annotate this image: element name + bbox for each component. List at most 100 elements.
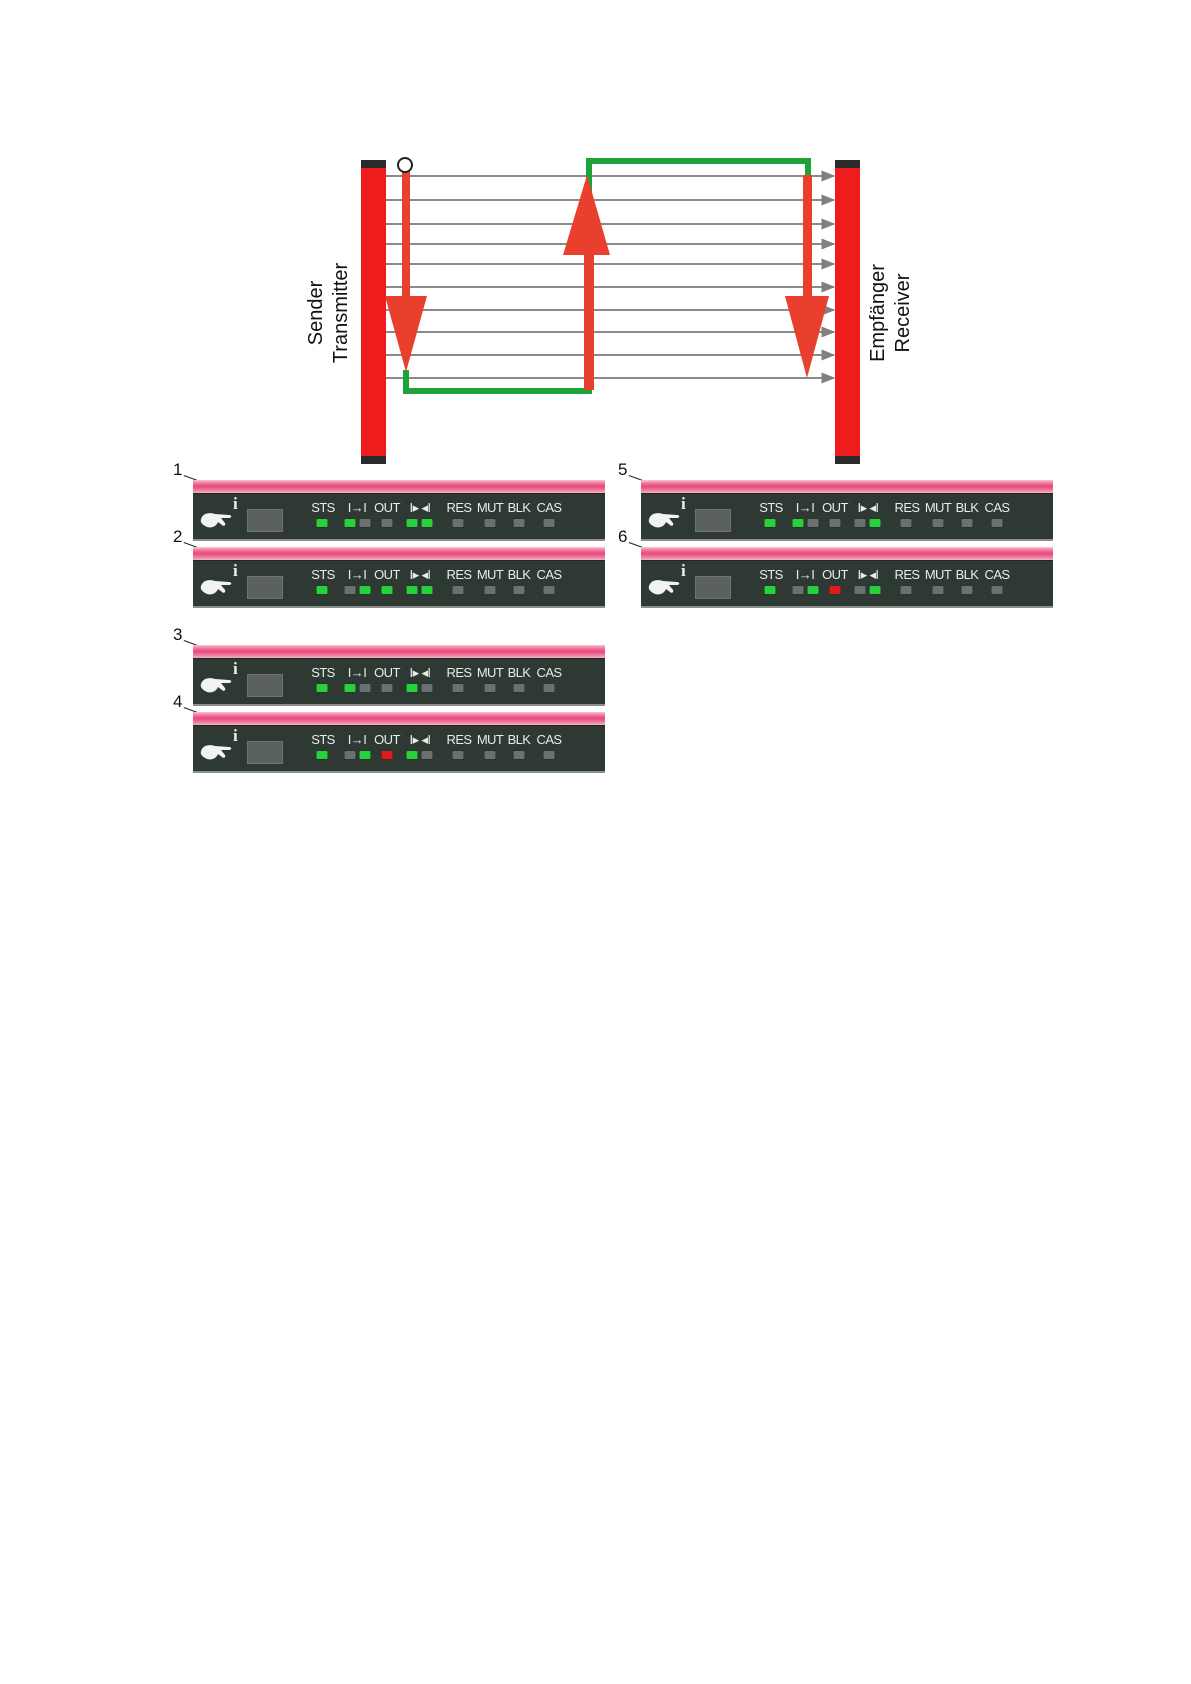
led-off [962,519,973,527]
led-label: RES [447,732,472,747]
panel-housing-strip [193,645,605,658]
led-off [544,684,555,692]
led-label: CAS [537,500,562,515]
led-off [345,751,356,759]
led-label: RES [447,500,472,515]
led-red [382,751,393,759]
led-label: CAS [537,732,562,747]
led-label: BLK [956,567,979,582]
led-label: I→I [796,500,814,515]
status-display [247,576,283,599]
led-off [453,519,464,527]
svg-text:Empfänger: Empfänger [867,264,889,362]
led-label: STS [759,567,782,582]
led-off [485,684,496,692]
receiver-label: Empfänger Receiver [867,264,914,362]
led-off [485,586,496,594]
panel-number: 4 [173,692,182,712]
led-label: I▸ ◂I [858,567,879,583]
light-beams [386,176,834,378]
led-label: BLK [956,500,979,515]
led-green [765,586,776,594]
led-label: STS [759,500,782,515]
led-off [345,586,356,594]
led-green [870,519,881,527]
led-green [317,751,328,759]
led-label: STS [311,567,334,582]
led-label: OUT [374,500,400,515]
led-label: I▸ ◂I [858,500,879,516]
led-label: I→I [348,665,366,680]
info-icon: i [233,659,238,679]
led-label: MUT [925,567,951,582]
led-off [544,586,555,594]
led-off [808,519,819,527]
led-off [544,519,555,527]
led-label: MUT [477,732,503,747]
led-off [992,519,1003,527]
led-green [407,519,418,527]
led-off [855,586,866,594]
led-label: MUT [477,665,503,680]
led-off [992,586,1003,594]
led-off [485,519,496,527]
led-label: BLK [508,500,531,515]
led-panel: iSTSI→IOUTI▸ ◂IRESMUTBLKCAS [641,480,1053,541]
svg-text:Receiver: Receiver [892,273,914,352]
led-green [793,519,804,527]
led-label: OUT [822,567,848,582]
info-icon: i [233,726,238,746]
led-off [360,519,371,527]
led-green [422,519,433,527]
led-off [514,751,525,759]
panel-face: iSTSI→IOUTI▸ ◂IRESMUTBLKCAS [193,725,605,773]
status-display [247,674,283,697]
panel-housing-strip [193,547,605,560]
led-label: BLK [508,567,531,582]
led-green [360,586,371,594]
led-label: MUT [477,500,503,515]
led-off [793,586,804,594]
led-green [360,751,371,759]
led-green [765,519,776,527]
led-label: I→I [796,567,814,582]
led-label: STS [311,665,334,680]
panel-housing-strip [193,480,605,493]
led-label: I▸ ◂I [410,665,431,681]
info-icon: i [233,494,238,514]
panel-number: 3 [173,625,182,645]
led-label: I▸ ◂I [410,567,431,583]
led-green [870,586,881,594]
led-label: MUT [477,567,503,582]
led-label: OUT [374,665,400,680]
led-off [382,519,393,527]
status-display [247,741,283,764]
status-display [247,509,283,532]
info-icon: i [233,561,238,581]
led-label: BLK [508,732,531,747]
led-label: STS [311,500,334,515]
led-green [382,586,393,594]
led-green [422,586,433,594]
led-off [453,586,464,594]
svg-text:Transmitter: Transmitter [330,262,352,363]
led-label: I→I [348,732,366,747]
led-label: MUT [925,500,951,515]
led-off [933,586,944,594]
led-panel: iSTSI→IOUTI▸ ◂IRESMUTBLKCAS [193,712,605,773]
panel-number: 6 [618,527,627,547]
info-icon: i [681,494,686,514]
led-label: OUT [374,732,400,747]
panel-number: 2 [173,527,182,547]
panel-number: 1 [173,460,182,480]
transmitter-label: Sender Transmitter [305,262,352,363]
led-off [830,519,841,527]
scan-direction-arrows [385,170,829,390]
led-green [317,519,328,527]
led-off [962,586,973,594]
